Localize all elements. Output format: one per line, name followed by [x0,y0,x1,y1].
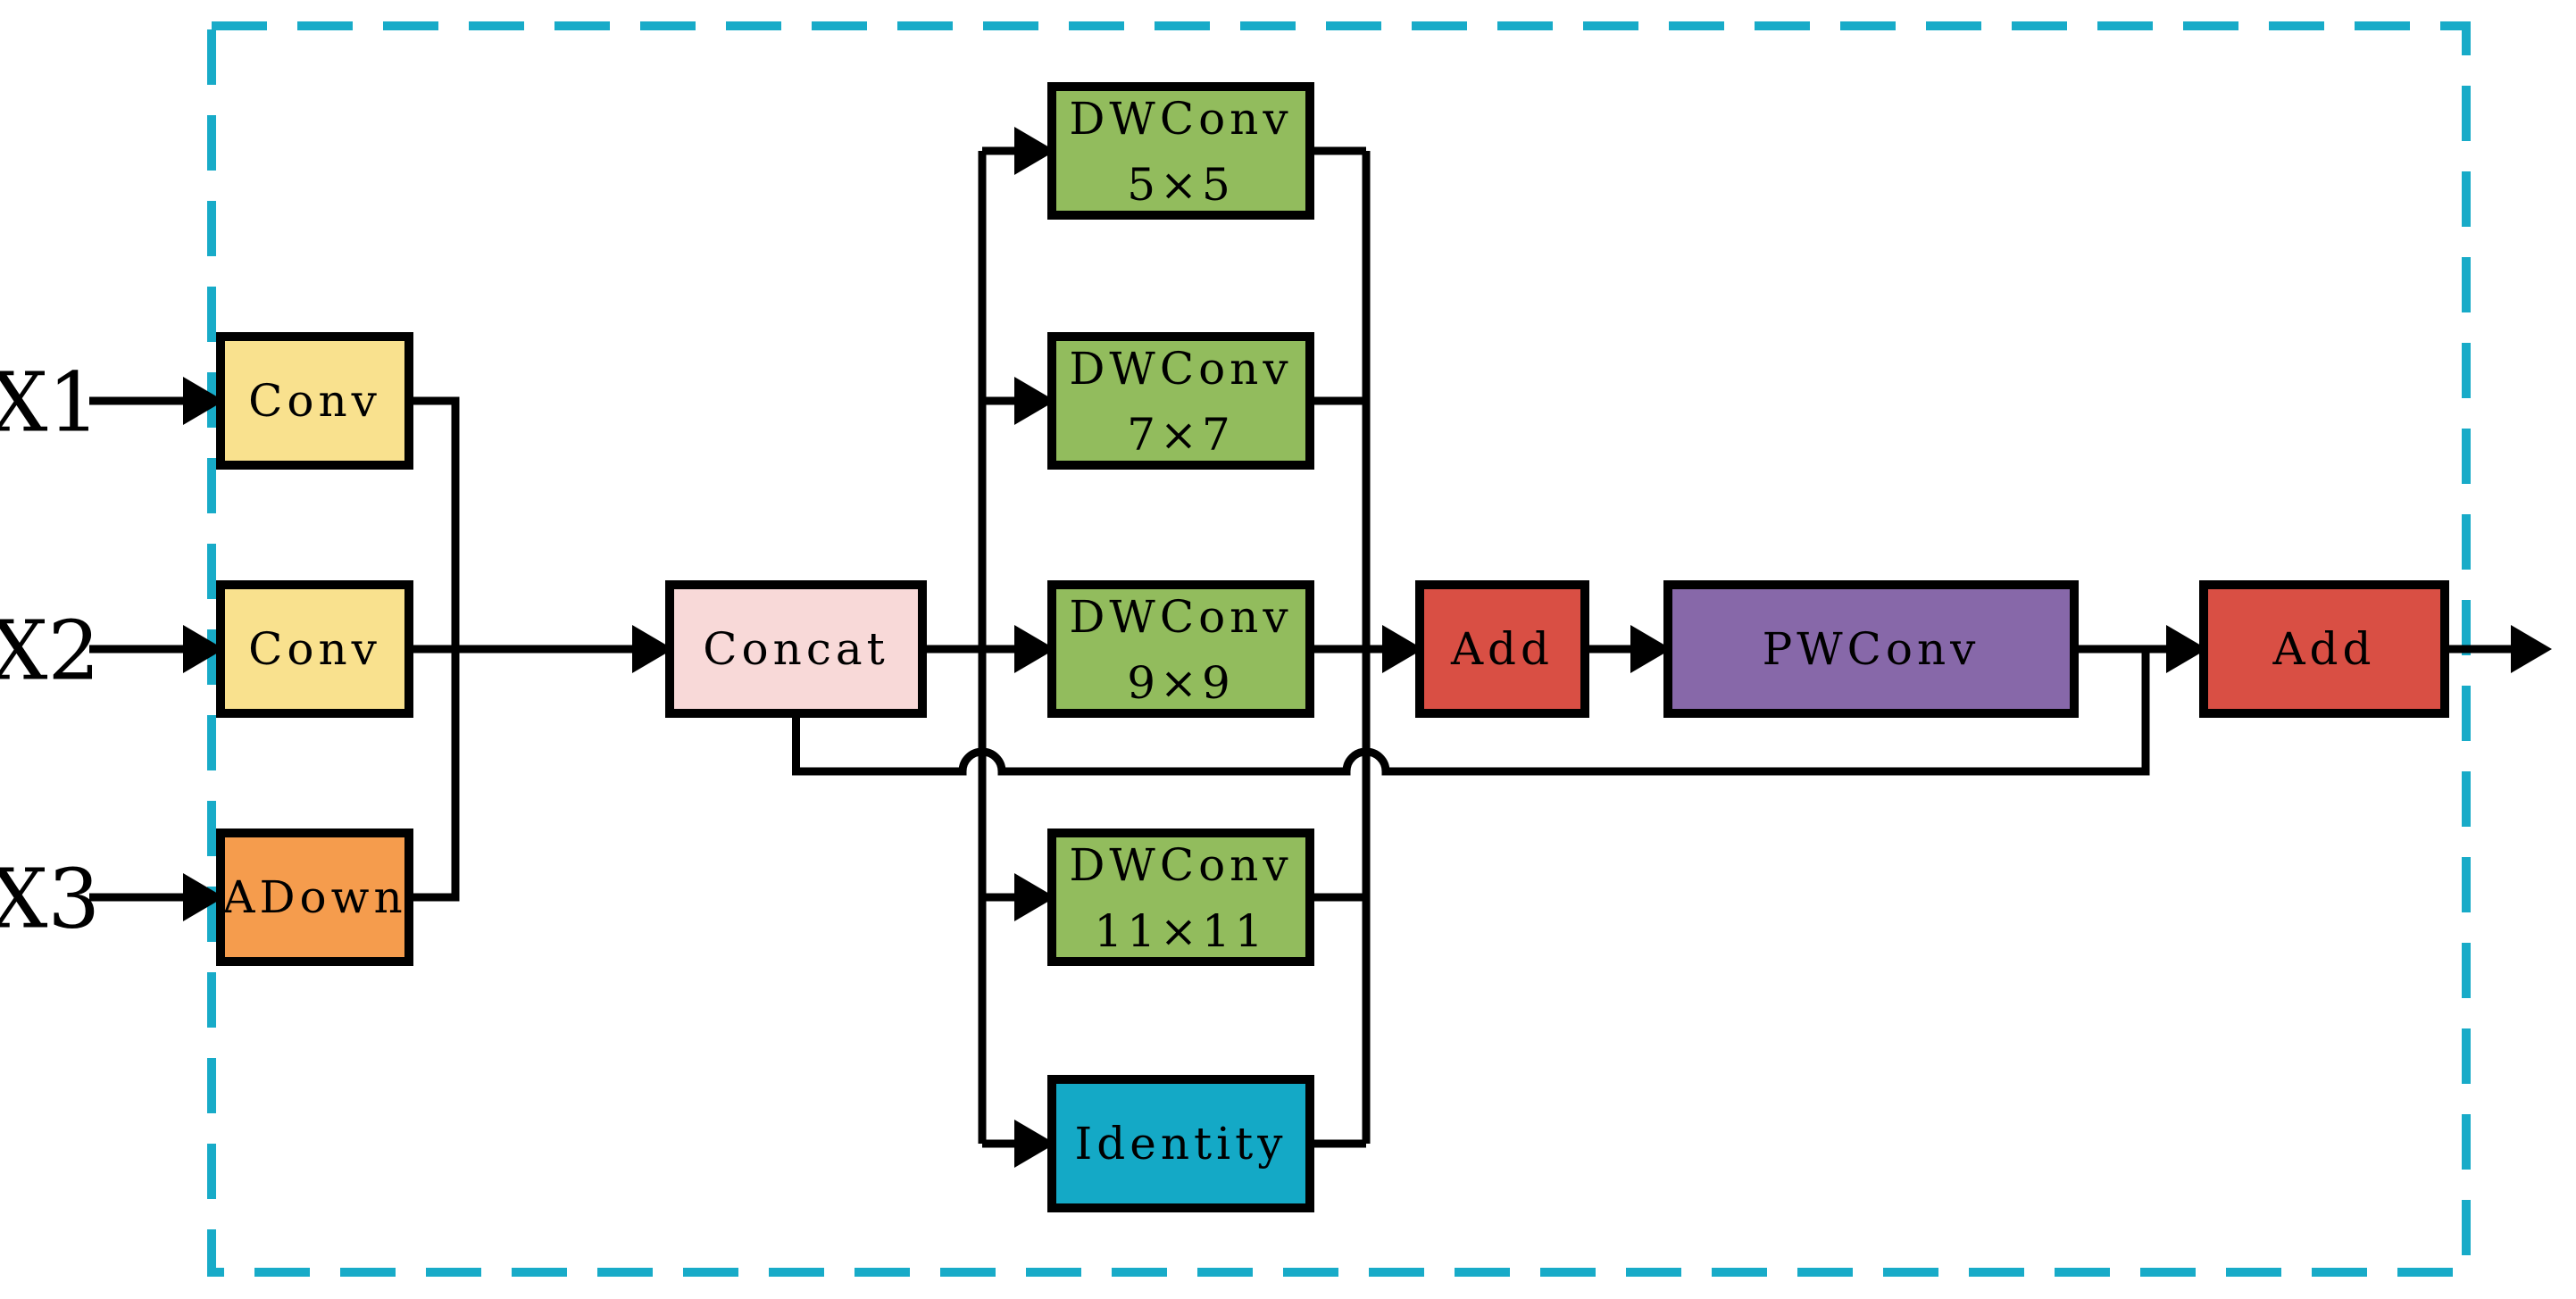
node-box-identity [1047,1075,1314,1212]
node-label-conv2: Conv [248,623,381,675]
node-label-line-dw5-1: 5×5 [1127,159,1235,211]
x3-input-arrowhead-icon [183,873,224,921]
dw5-input-arrowhead-icon [1014,127,1055,175]
node-label-dw5: DWConv 5×5 [1069,93,1292,211]
node-label-line-dw7-0: DWConv [1069,343,1292,395]
add2-input-arrowhead-icon [2166,625,2207,673]
node-box-conv2 [216,580,413,718]
node-label-line-dw7-1: 7×7 [1127,409,1235,461]
node-box-dw9 [1047,580,1314,718]
x1-input-arrowhead-icon [183,377,224,425]
node-box-dw7 [1047,332,1314,470]
identity-input-arrowhead-icon [1014,1120,1055,1168]
input-label-x2: X2 [0,604,100,699]
node-label-line-dw11-1: 11×11 [1094,905,1267,957]
node-box-dw5 [1047,82,1314,220]
node-box-adown [216,829,413,966]
module-output-arrowhead-icon [2511,625,2552,673]
node-box-add1 [1415,580,1589,718]
node-label-dw9: DWConv 9×9 [1069,591,1292,709]
node-label-adown: ADown [221,871,406,923]
conv1-to-concat-elbow [409,396,460,649]
node-box-dw11 [1047,829,1314,966]
node-label-pwconv: PWConv [1763,623,1980,675]
pwconv-input-arrowhead-icon [1630,625,1671,673]
concat-input-arrowhead-icon [632,625,673,673]
node-label-line-dw5-0: DWConv [1069,93,1292,145]
node-label-concat: Concat [703,623,888,675]
node-label-line-dw9-0: DWConv [1069,591,1292,643]
x2-input-arrowhead-icon [183,625,224,673]
node-box-concat [665,580,927,718]
dw9-input-arrowhead-icon [1014,625,1055,673]
node-label-line-dw11-0: DWConv [1069,839,1292,891]
input-label-x3: X3 [0,852,100,947]
node-label-add2: Add [2272,623,2375,675]
node-box-add2 [2199,580,2449,718]
node-label-add1: Add [1450,623,1554,675]
concat-skip-connection [792,653,2150,776]
input-label-x1: X1 [0,355,100,451]
node-box-conv1 [216,332,413,470]
add1-input-arrowhead-icon [1382,625,1423,673]
node-label-line-dw9-1: 9×9 [1127,657,1235,709]
dw11-input-arrowhead-icon [1014,873,1055,921]
node-label-dw11: DWConv 11×11 [1069,839,1292,957]
node-label-dw7: DWConv 7×7 [1069,343,1292,461]
adown-to-concat-elbow [409,649,460,902]
node-label-conv1: Conv [248,375,381,427]
dw7-input-arrowhead-icon [1014,377,1055,425]
node-label-identity: Identity [1075,1118,1288,1170]
node-box-pwconv [1663,580,2079,718]
